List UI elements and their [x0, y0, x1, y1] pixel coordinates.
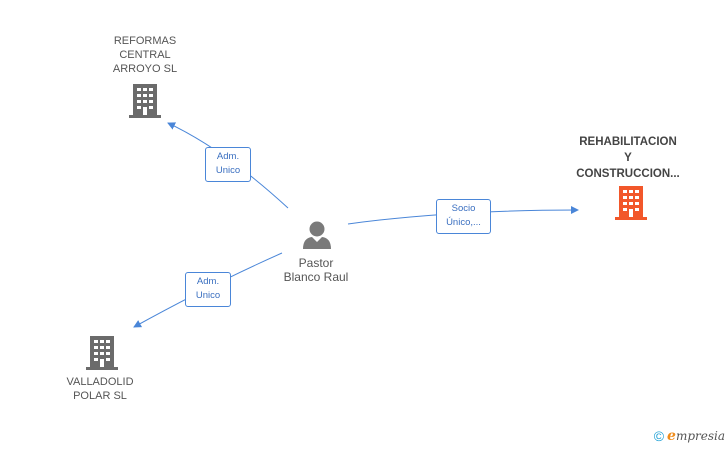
edge-role-line1: Adm. — [216, 151, 240, 162]
edge-role-line1: Socio — [451, 203, 476, 214]
copyright-symbol: © — [653, 428, 665, 444]
edge-label-to-rehabilitacion[interactable]: Socio Único,... — [436, 199, 491, 234]
node-label-reformas[interactable]: REFORMAS CENTRAL ARROYO SL — [112, 35, 178, 75]
edge-role-line1: Adm. — [196, 276, 220, 287]
edge-label-to-valladolid[interactable]: Adm. Unico — [185, 272, 231, 307]
building-icon[interactable] — [615, 186, 647, 225]
building-icon[interactable] — [86, 336, 118, 375]
brand-name: mpresia — [675, 429, 725, 443]
edge-label-to-reformas[interactable]: Adm. Unico — [205, 147, 251, 182]
node-label-valladolid[interactable]: VALLADOLID POLAR SL — [66, 376, 134, 402]
edge-role-line2: Unico — [215, 165, 241, 176]
brand-initial: e — [667, 428, 676, 444]
edge-role-line2: Único,... — [446, 217, 481, 228]
building-icon[interactable] — [129, 84, 161, 123]
person-icon[interactable] — [302, 221, 332, 254]
edge-role-line2: Unico — [195, 290, 221, 301]
node-label-person[interactable]: Pastor Blanco Raul — [283, 256, 349, 284]
node-label-rehabilitacion[interactable]: REHABILITACION Y CONSTRUCCION... — [576, 136, 680, 180]
